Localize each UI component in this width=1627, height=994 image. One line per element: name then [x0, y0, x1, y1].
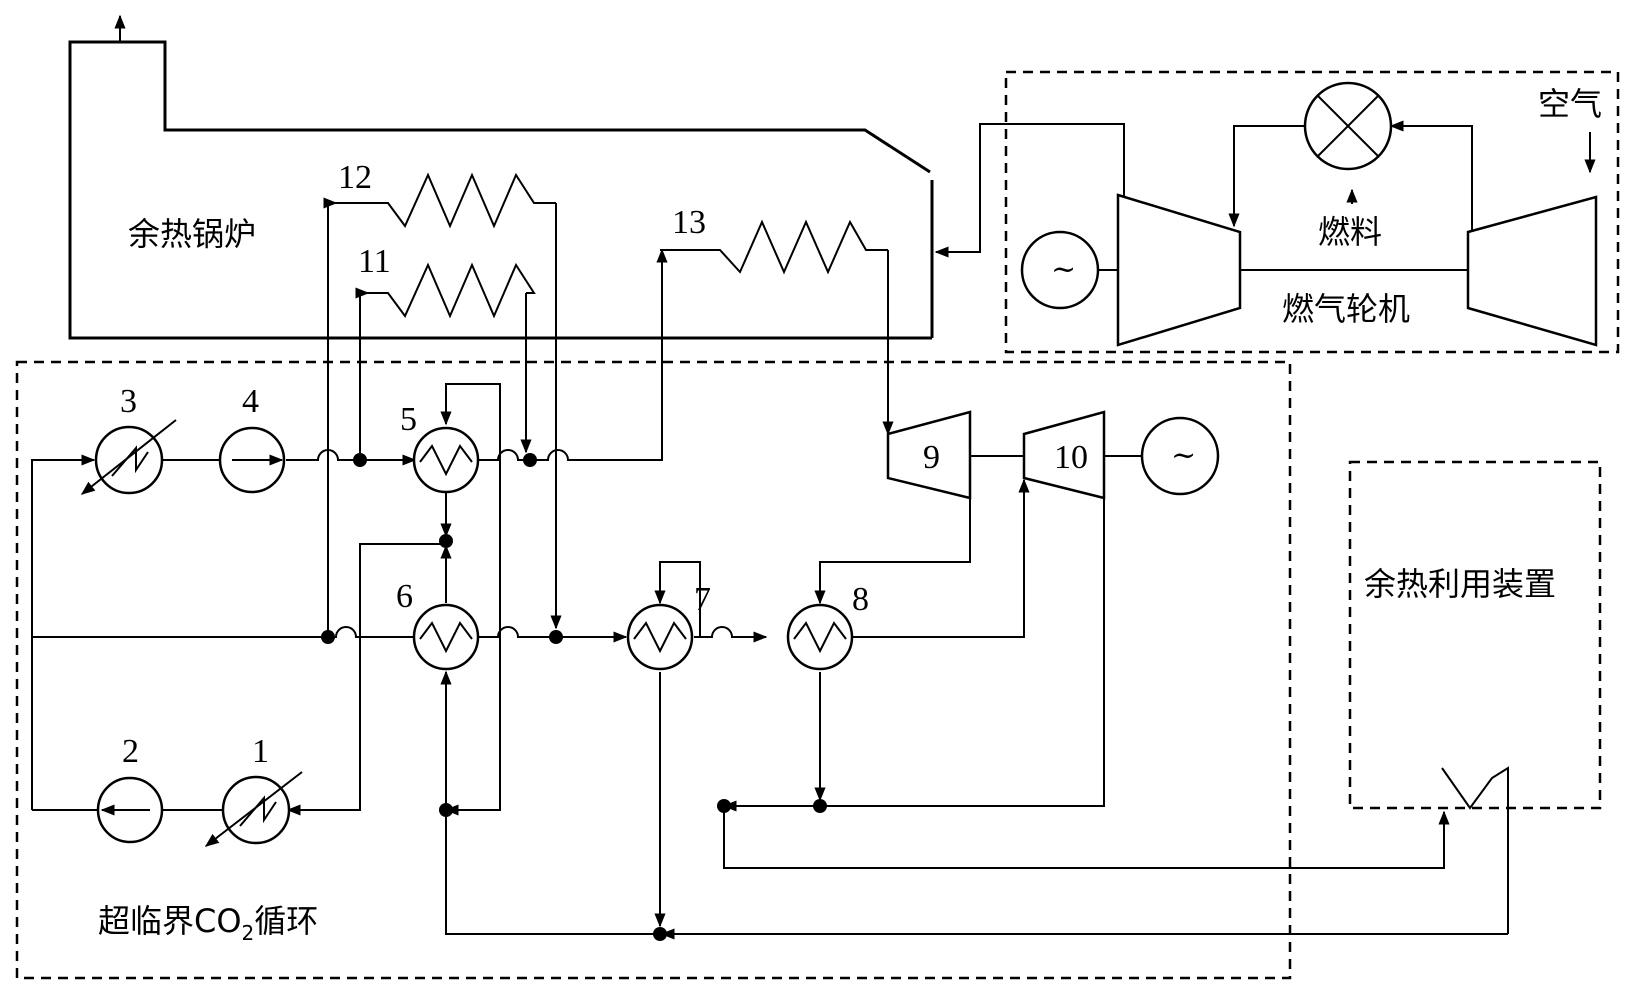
- recuperator-8: [786, 603, 854, 671]
- sco2-generator: [1140, 416, 1220, 496]
- hrsg-label: 余热锅炉: [128, 215, 256, 253]
- pipe-left-loop: [31, 454, 96, 810]
- junction-dot: [321, 630, 335, 644]
- coil-13-number: 13: [672, 204, 706, 241]
- compressor-4: [218, 426, 286, 494]
- coil-13: [660, 219, 888, 275]
- pipe-8-to-10: [852, 478, 1030, 638]
- coil-11: [360, 262, 536, 319]
- fuel-label: 燃料: [1318, 213, 1382, 251]
- pipe-to-coil-11: [355, 287, 370, 460]
- pipe-6-right: [444, 460, 501, 816]
- gas-turbine-compressor: [1466, 195, 1598, 347]
- pipe-to-coil-12: [323, 197, 338, 637]
- recuperator-6-number: 6: [396, 578, 413, 615]
- junction-dot: [353, 453, 367, 467]
- pipe-9-to-8: [814, 498, 971, 605]
- combustor-cross-b: [1317, 95, 1379, 157]
- recuperator-8-number: 8: [852, 581, 869, 618]
- junction-dot: [523, 453, 537, 467]
- coil-12-number: 12: [338, 159, 372, 196]
- air-label: 空气: [1538, 85, 1602, 123]
- waste-heat-exchanger: [1441, 766, 1509, 934]
- sco2-cycle-boundary: [15, 360, 1292, 980]
- pipe-bottom-left: [445, 810, 662, 935]
- pipe-5-bypass: [440, 383, 501, 460]
- junction-dot: [813, 799, 827, 813]
- recuperator-7: [626, 603, 694, 671]
- junction-dot: [439, 803, 453, 817]
- pipe-to-cooler-1: [286, 544, 361, 816]
- junction-dot: [717, 799, 731, 813]
- junction-dot: [439, 534, 453, 548]
- recuperator-5: [412, 426, 480, 494]
- gas-turbine-boundary: [1004, 70, 1620, 354]
- gas-turbine-generator-symbol: ~: [1051, 252, 1076, 287]
- pipe-7-to-8: [694, 626, 768, 643]
- cooler-3-number: 3: [120, 383, 137, 420]
- waste-heat-unit-label: 余热利用装置: [1364, 565, 1556, 603]
- coil-11-number: 11: [358, 243, 391, 280]
- waste-heat-unit-boundary: [1348, 460, 1602, 810]
- junction-dot: [549, 630, 563, 644]
- sco2-generator-symbol: ~: [1171, 438, 1196, 473]
- junction-dot: [653, 927, 667, 941]
- pipe-to-waste-heat: [723, 806, 1450, 869]
- recuperator-7-number: 7: [694, 581, 711, 618]
- turbine-exhaust-to-hrsg: [934, 123, 1125, 258]
- compressor-2-number: 2: [122, 733, 139, 770]
- pipe-6-side: [359, 543, 446, 637]
- cooler-3: [80, 419, 177, 495]
- pipe-middle-row: [322, 627, 626, 637]
- sco2-cycle-label: 超临界CO2循环: [98, 902, 318, 945]
- cooler-1: [204, 771, 303, 847]
- gas-turbine-label: 燃气轮机: [1282, 290, 1410, 328]
- compressor-to-combustor: [1389, 120, 1473, 232]
- turbine-9-number: 9: [923, 439, 940, 476]
- junction-dots: [321, 453, 827, 941]
- gas-turbine-expander: [1116, 193, 1242, 347]
- compressor-2: [96, 776, 164, 844]
- coil-12: [330, 172, 556, 229]
- combustor-to-turbine: [1228, 125, 1305, 228]
- turbine-10-number: 10: [1054, 439, 1088, 476]
- recuperator-6: [412, 603, 480, 671]
- pipe-10-exhaust: [722, 498, 1105, 812]
- hrsg-outline: [68, 40, 934, 340]
- cooler-1-number: 1: [252, 733, 269, 770]
- recuperator-5-number: 5: [400, 401, 417, 438]
- compressor-4-number: 4: [242, 383, 259, 420]
